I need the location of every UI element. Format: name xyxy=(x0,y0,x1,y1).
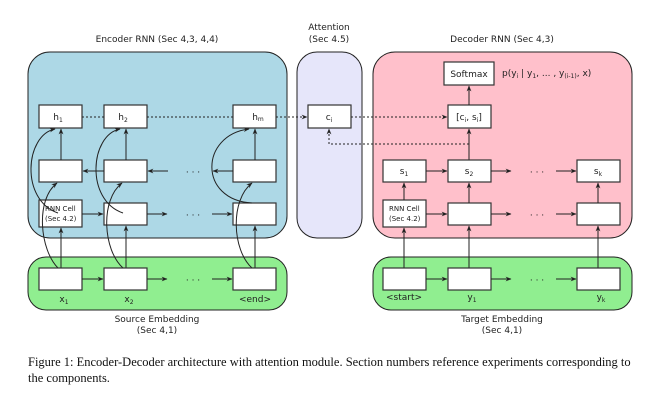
encoder-backward-cell-m xyxy=(232,159,277,183)
svg-text:h1: h1 xyxy=(53,113,63,124)
decoder-state-k: sk xyxy=(576,159,621,183)
source-embedding-title: Source Embedding xyxy=(115,315,200,325)
encoder-rnn-cell: RNN Cell (Sec 4.2) xyxy=(38,199,83,228)
embed-to-backward-curve xyxy=(41,182,59,269)
svg-text:s1: s1 xyxy=(400,167,409,178)
decoder-title: Decoder RNN (Sec 4,3) xyxy=(450,35,554,45)
source-token-box-end xyxy=(232,267,277,291)
encoder-hidden-2: h2 xyxy=(103,104,148,129)
attention-section: (Sec 4.5) xyxy=(309,35,349,45)
embed-to-backward-curve xyxy=(106,182,124,269)
target-token-label: y1 xyxy=(467,293,476,304)
embed-to-backward-curve xyxy=(235,182,253,269)
decoder-state-2: s2 xyxy=(447,159,492,183)
svg-text:RNN Cell: RNN Cell xyxy=(45,205,76,213)
svg-text:h2: h2 xyxy=(118,113,128,124)
decoder-state-1: s1 xyxy=(382,159,427,183)
source-token-box-1 xyxy=(38,267,83,291)
decoder-rnn-cell: RNN Cell (Sec 4.2) xyxy=(382,199,427,228)
decoder-panel xyxy=(372,51,633,239)
source-embedding-section: (Sec 4,1) xyxy=(137,326,177,336)
encoder-forward-cell-m xyxy=(232,202,277,226)
decoder-cell-k xyxy=(576,202,621,226)
source-token-label: x1 xyxy=(59,295,68,306)
target-token-box-k xyxy=(576,267,621,291)
attention-title: Attention xyxy=(308,23,350,33)
svg-text:(Sec 4.2): (Sec 4.2) xyxy=(45,215,77,223)
encoder-hidden-1: h1 xyxy=(38,104,83,129)
encoder-backward-ellipsis: · · · xyxy=(186,168,200,178)
target-ellipsis: · · · xyxy=(530,276,544,286)
source-token-label: <end> xyxy=(239,295,271,305)
svg-text:sk: sk xyxy=(594,167,603,178)
decoder-cell-ellipsis: · · · xyxy=(530,211,544,221)
target-embedding-section: (Sec 4,1) xyxy=(482,326,522,336)
target-token-box-1 xyxy=(447,267,492,291)
svg-text:ci: ci xyxy=(326,113,333,124)
svg-text:[ci, si]: [ci, si] xyxy=(456,113,482,124)
forward-to-hidden-curve xyxy=(211,127,253,204)
target-embedding-title: Target Embedding xyxy=(460,315,543,325)
target-token-label: <start> xyxy=(386,293,422,303)
target-token-box-start xyxy=(382,267,427,291)
forward-to-hidden-curve xyxy=(95,127,124,214)
decoder-state-to-attention-arrow xyxy=(326,128,469,145)
encoder-backward-cell-1 xyxy=(38,159,83,183)
encoder-backward-cell-2 xyxy=(103,159,148,183)
source-token-box-2 xyxy=(103,267,148,291)
attention-panel xyxy=(296,51,363,239)
source-token-label: x2 xyxy=(124,295,133,306)
encoder-title: Encoder RNN (Sec 4,3, 4,4) xyxy=(96,35,219,45)
target-embedding-panel xyxy=(372,256,633,311)
figure-caption: Figure 1: Encoder-Decoder architecture w… xyxy=(28,355,631,385)
encoder-forward-ellipsis: · · · xyxy=(186,211,200,221)
decoder-cell-2 xyxy=(447,202,492,226)
context-vector-box: ci xyxy=(307,104,352,129)
svg-text:hm: hm xyxy=(252,113,264,123)
decoder-state-ellipsis: · · · xyxy=(530,168,544,178)
encoder-hidden-m: hm xyxy=(232,104,277,129)
target-token-label: yk xyxy=(597,293,606,304)
svg-text:(Sec 4.2): (Sec 4.2) xyxy=(389,215,421,223)
source-embedding-panel xyxy=(27,256,288,311)
source-ellipsis: · · · xyxy=(186,276,200,286)
svg-text:s2: s2 xyxy=(465,167,474,178)
svg-text:Softmax: Softmax xyxy=(450,70,488,80)
concat-box: [ci, si] xyxy=(447,104,492,129)
softmax-box: Softmax xyxy=(443,61,495,86)
forward-to-hidden-curve xyxy=(30,127,59,214)
svg-text:RNN Cell: RNN Cell xyxy=(389,205,420,213)
output-probability-label: p(yi | y1, ... , y(i-1), x) xyxy=(502,69,591,80)
